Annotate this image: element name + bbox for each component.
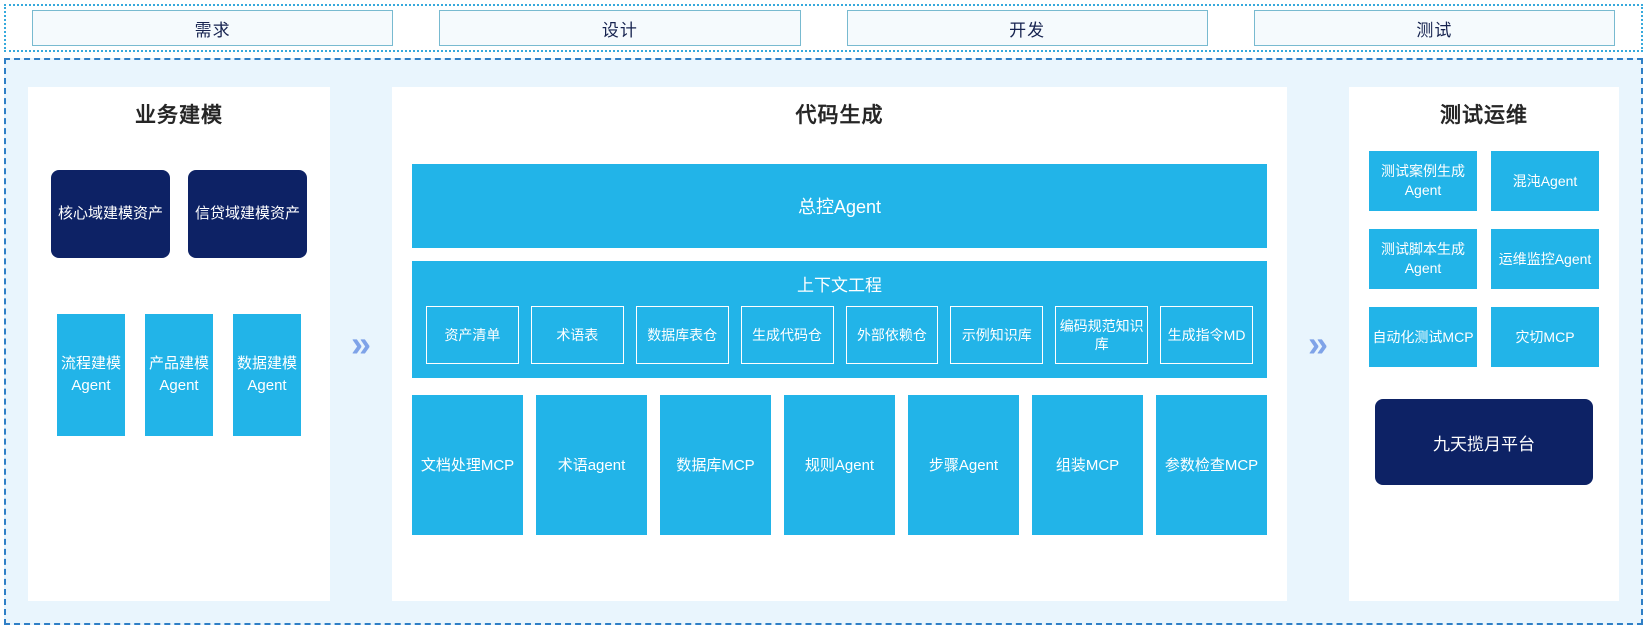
agent-data-modeling[interactable]: 数据建模Agent: [233, 314, 301, 436]
phase-label: 需求: [194, 20, 231, 40]
asset-label: 核心域建模资产: [57, 204, 163, 222]
mcp-assembly[interactable]: 组装MCP: [1032, 395, 1143, 535]
agent-glossary[interactable]: 术语agent: [536, 395, 647, 535]
panel-title-business-modeling: 业务建模: [135, 104, 223, 127]
context-item-list: 资产清单 术语表 数据库表仓 生成代码仓 外部依赖仓 示例知: [426, 306, 1253, 364]
context-item-coding-standard-knowledge-base[interactable]: 编码规范知识库: [1055, 306, 1149, 364]
mcp-document-processing[interactable]: 文档处理MCP: [412, 395, 523, 535]
agent-label: 数据建模Agent: [236, 355, 297, 394]
mcp-tool-row: 文档处理MCP 术语agent 数据库MCP 规则Agent 步骤Agent 组…: [412, 395, 1267, 535]
test-item-label: 测试脚本生成Agent: [1381, 241, 1465, 276]
asset-credit-domain[interactable]: 信贷域建模资产: [188, 170, 307, 258]
panel-title-test-operations: 测试运维: [1440, 104, 1528, 127]
context-item-label: 生成代码仓: [752, 326, 823, 343]
phase-label: 设计: [601, 20, 638, 40]
agent-rule[interactable]: 规则Agent: [784, 395, 895, 535]
chevron-glyph: »: [1307, 323, 1329, 364]
phase-box-requirements[interactable]: 需求: [32, 10, 394, 46]
agent-test-script-generation[interactable]: 测试脚本生成Agent: [1369, 229, 1477, 289]
mcp-label: 数据库MCP: [676, 456, 755, 474]
context-item-label: 数据库表仓: [647, 326, 718, 343]
mcp-parameter-check[interactable]: 参数检查MCP: [1156, 395, 1267, 535]
mcp-label: 文档处理MCP: [420, 456, 515, 474]
test-item-label: 灾切MCP: [1515, 328, 1575, 345]
mcp-automated-testing[interactable]: 自动化测试MCP: [1369, 307, 1477, 367]
context-item-generated-code-repo[interactable]: 生成代码仓: [740, 306, 834, 364]
platform-label: 九天揽月平台: [1433, 434, 1535, 454]
context-item-asset-inventory[interactable]: 资产清单: [426, 306, 519, 364]
test-item-label: 混沌Agent: [1512, 172, 1578, 189]
mcp-label: 参数检查MCP: [1164, 456, 1259, 474]
mcp-disaster-switchover[interactable]: 灾切MCP: [1491, 307, 1599, 367]
asset-core-domain[interactable]: 核心域建模资产: [51, 170, 170, 258]
context-item-label: 编码规范知识库: [1059, 317, 1144, 352]
panel-title-code-generation: 代码生成: [795, 104, 884, 127]
mcp-label: 术语agent: [557, 456, 626, 474]
context-item-label: 资产清单: [444, 326, 501, 343]
phase-strip: 需求 设计 开发 测试: [4, 4, 1643, 52]
phase-label: 测试: [1416, 20, 1453, 40]
agent-step[interactable]: 步骤Agent: [908, 395, 1019, 535]
agent-ops-monitoring[interactable]: 运维监控Agent: [1491, 229, 1599, 289]
business-agent-group: 流程建模Agent 产品建模Agent 数据建模Agent: [28, 314, 330, 436]
test-item-label: 自动化测试MCP: [1372, 328, 1474, 345]
agent-test-case-generation[interactable]: 测试案例生成Agent: [1369, 151, 1477, 211]
panel-code-generation: 代码生成 总控Agent 上下文工程 资产清单 术语表 数据库表仓: [392, 87, 1287, 601]
context-item-label: 外部依赖仓: [856, 326, 927, 343]
agent-label: 流程建模Agent: [60, 355, 121, 394]
code-generation-body: 总控Agent 上下文工程 资产清单 术语表 数据库表仓 生成代码仓: [392, 164, 1287, 535]
diagram-container: 业务建模 核心域建模资产 信贷域建模资产 流程建模Agent 产品建模Agent…: [4, 58, 1643, 625]
double-chevron-right-icon-2: »: [1287, 87, 1349, 601]
agent-product-modeling[interactable]: 产品建模Agent: [145, 314, 213, 436]
context-item-label: 术语表: [556, 326, 599, 343]
panel-business-modeling: 业务建模 核心域建模资产 信贷域建模资产 流程建模Agent 产品建模Agent…: [28, 87, 330, 601]
mcp-label: 步骤Agent: [928, 456, 999, 474]
platform-jiutian-lanyue[interactable]: 九天揽月平台: [1375, 399, 1593, 485]
test-item-label: 运维监控Agent: [1498, 250, 1592, 267]
asset-label: 信贷域建模资产: [194, 204, 300, 222]
mcp-database[interactable]: 数据库MCP: [660, 395, 771, 535]
context-item-glossary[interactable]: 术语表: [530, 306, 624, 364]
master-agent-label: 总控Agent: [797, 197, 882, 217]
double-chevron-right-icon-1: »: [330, 87, 392, 601]
phase-label: 开发: [1009, 20, 1046, 40]
master-control-agent[interactable]: 总控Agent: [412, 164, 1267, 248]
context-item-label: 生成指令MD: [1167, 326, 1246, 343]
chevron-glyph: »: [350, 323, 372, 364]
agent-chaos[interactable]: 混沌Agent: [1491, 151, 1599, 211]
phase-box-design[interactable]: 设计: [439, 10, 801, 46]
context-item-example-knowledge-base[interactable]: 示例知识库: [950, 306, 1044, 364]
business-asset-group: 核心域建模资产 信贷域建模资产: [28, 170, 330, 258]
context-engineering-title: 上下文工程: [797, 276, 882, 295]
context-item-external-dependency-repo[interactable]: 外部依赖仓: [845, 306, 939, 364]
panel-test-operations: 测试运维 测试案例生成Agent 混沌Agent 测试脚本生成Agent 运维监…: [1349, 87, 1619, 601]
context-item-generation-instruction-md[interactable]: 生成指令MD: [1160, 306, 1253, 364]
mcp-label: 组装MCP: [1055, 456, 1120, 474]
test-item-label: 测试案例生成Agent: [1381, 163, 1465, 198]
agent-process-modeling[interactable]: 流程建模Agent: [57, 314, 125, 436]
context-item-label: 示例知识库: [961, 326, 1032, 343]
agent-label: 产品建模Agent: [148, 355, 209, 394]
context-engineering-block: 上下文工程 资产清单 术语表 数据库表仓 生成代码仓 外部依赖仓: [412, 261, 1267, 378]
mcp-label: 规则Agent: [804, 456, 875, 474]
context-item-db-table-repo[interactable]: 数据库表仓: [635, 306, 729, 364]
test-item-grid: 测试案例生成Agent 混沌Agent 测试脚本生成Agent 运维监控Agen…: [1349, 151, 1619, 367]
phase-box-development[interactable]: 开发: [846, 10, 1208, 46]
phase-box-testing[interactable]: 测试: [1253, 10, 1615, 46]
